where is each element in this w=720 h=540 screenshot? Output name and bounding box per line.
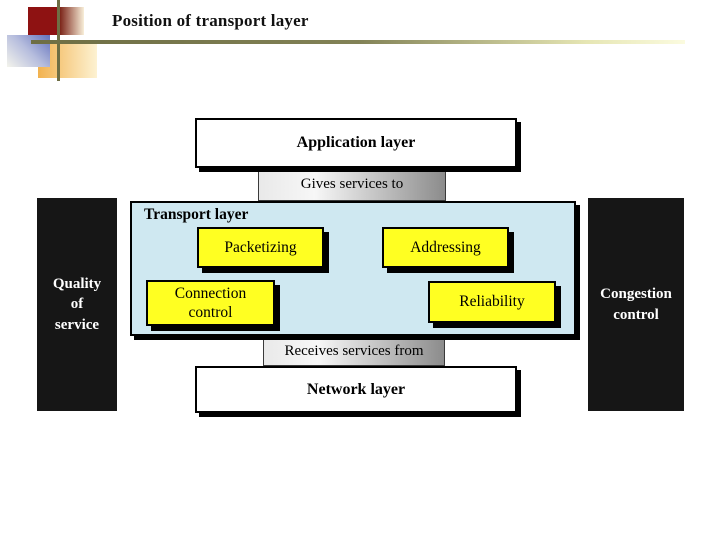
receives-services-label: Receives services from bbox=[284, 342, 424, 359]
decoration-red-fade-square bbox=[60, 7, 84, 35]
receives-services-connector: Receives services from bbox=[263, 336, 445, 366]
application-layer-label: Application layer bbox=[296, 134, 416, 151]
reliability-box: Reliability bbox=[428, 281, 556, 323]
connection-control-box: Connection control bbox=[146, 280, 275, 326]
title-underline bbox=[31, 40, 685, 44]
network-layer-box: Network layer bbox=[195, 366, 517, 413]
congestion-control-label: Congestion control bbox=[600, 286, 672, 323]
quality-of-service-label: Quality of service bbox=[52, 276, 102, 333]
addressing-box: Addressing bbox=[382, 227, 509, 268]
packetizing-label: Packetizing bbox=[224, 238, 297, 256]
connection-control-label: Connection control bbox=[174, 284, 247, 321]
gives-services-connector: Gives services to bbox=[258, 168, 446, 201]
quality-of-service-panel: Quality of service bbox=[37, 198, 117, 411]
application-layer-box: Application layer bbox=[195, 118, 517, 168]
page-title: Position of transport layer bbox=[112, 11, 309, 30]
decoration-red-square bbox=[28, 7, 57, 35]
network-layer-label: Network layer bbox=[306, 380, 406, 398]
addressing-label: Addressing bbox=[410, 238, 481, 256]
congestion-control-panel: Congestion control bbox=[588, 198, 684, 411]
gives-services-label: Gives services to bbox=[300, 176, 404, 192]
packetizing-box: Packetizing bbox=[197, 227, 324, 268]
reliability-label: Reliability bbox=[459, 293, 525, 311]
transport-layer-label: Transport layer bbox=[144, 206, 249, 223]
